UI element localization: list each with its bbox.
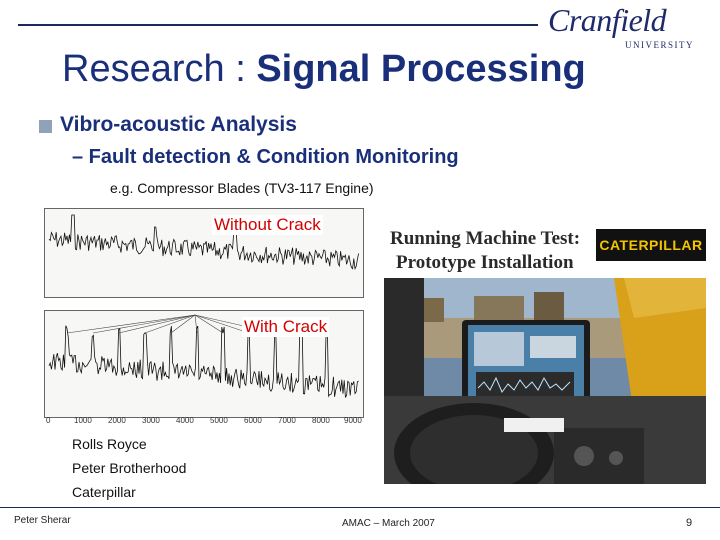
x-tick-label: 1000 (74, 416, 92, 425)
cranfield-logo-subtext: UNIVERSITY (625, 40, 694, 50)
annotation-arrow (118, 314, 196, 334)
bullet-square-icon (39, 120, 52, 133)
annotation-arrow (194, 314, 224, 334)
x-tick-label: 2000 (108, 416, 126, 425)
annotation-arrow (194, 314, 250, 334)
footer-event: AMAC – March 2007 (342, 518, 435, 529)
footer-author: Peter Sherar (14, 515, 71, 526)
bullet-sub: – Fault detection & Condition Monitoring (72, 146, 459, 168)
annotation-arrow (92, 314, 196, 334)
annotation-arrow (170, 314, 196, 334)
x-tick-label: 5000 (210, 416, 228, 425)
annotation-arrow (144, 314, 196, 334)
x-tick-label: 6000 (244, 416, 262, 425)
spectrum-without-crack-svg (48, 214, 359, 271)
annotation-arrow (66, 314, 196, 334)
annotation-arrows (66, 314, 276, 334)
x-tick-label: 3000 (142, 416, 160, 425)
title-prefix: Research : (62, 48, 257, 90)
x-tick-label: 0 (46, 416, 51, 425)
bullet-main: Vibro-acoustic Analysis (60, 113, 297, 136)
header-rule (18, 24, 538, 26)
slide-title: Research : Signal Processing (62, 48, 586, 91)
title-emphasis: Signal Processing (256, 48, 586, 90)
example-text: e.g. Compressor Blades (TV3-117 Engine) (110, 180, 374, 196)
photo-caption-line2: Prototype Installation (396, 252, 574, 273)
photo-caption-line1: Running Machine Test: (390, 228, 581, 249)
without-crack-label: Without Crack (212, 215, 323, 235)
machine-test-illustration (384, 278, 706, 484)
spectrum-trace-with-crack (48, 325, 359, 398)
partner-item: Peter Brotherhood (72, 460, 187, 476)
spectrum-trace-without-crack (48, 214, 359, 271)
x-tick-label: 9000 (344, 416, 362, 425)
partner-item: Rolls Royce (72, 436, 147, 452)
caterpillar-logo: CATERPILLAR (596, 229, 706, 261)
spectrum-with-crack-svg (48, 314, 359, 398)
x-tick-label: 8000 (312, 416, 330, 425)
cranfield-logo: Cranfield (548, 2, 667, 38)
partner-item: Caterpillar (72, 484, 136, 500)
x-tick-label: 7000 (278, 416, 296, 425)
annotation-arrow (194, 314, 198, 334)
x-tick-label: 4000 (176, 416, 194, 425)
page-number: 9 (686, 517, 693, 529)
machine-test-photo (384, 278, 706, 484)
with-crack-label: With Crack (242, 317, 330, 337)
x-axis-ticks: 0 1000 2000 3000 4000 5000 6000 7000 800… (44, 416, 362, 428)
footer-rule (0, 507, 720, 508)
spectrum-plot-with-crack (44, 310, 364, 418)
